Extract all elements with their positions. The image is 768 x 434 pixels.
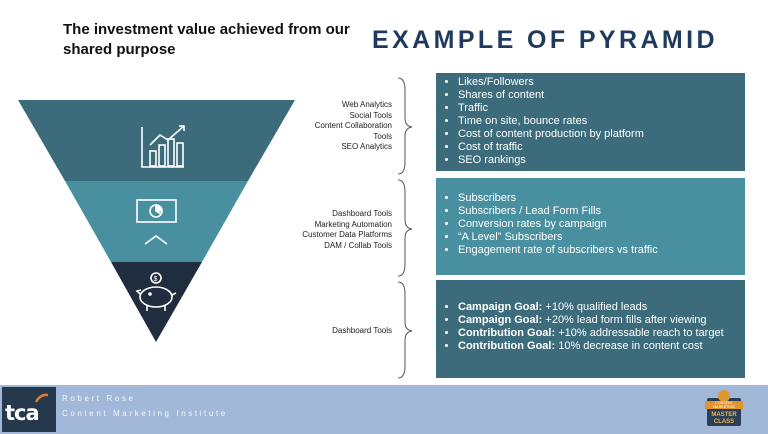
goal-text: 10% decrease in content cost xyxy=(555,340,703,352)
tool-label: Web Analytics xyxy=(341,100,392,109)
slide-subtitle: The investment value achieved from our s… xyxy=(63,21,350,58)
goals-box: Campaign Goal: +10% qualified leads Camp… xyxy=(436,280,745,378)
master-class-badge-icon: CONTENT MARKETING MASTER CLASS xyxy=(705,390,743,426)
metric-item: SEO rankings xyxy=(458,154,745,167)
tools-middle: Dashboard Tools Marketing Automation Cus… xyxy=(282,209,392,251)
brace-middle xyxy=(397,179,413,277)
metrics-box-middle: Subscribers Subscribers / Lead Form Fill… xyxy=(436,178,745,275)
tool-label: SEO Analytics xyxy=(341,142,392,151)
metric-item: Subscribers xyxy=(458,192,745,205)
logo-accent-icon xyxy=(34,393,49,403)
pyramid-tier-bottom xyxy=(111,262,202,342)
tool-label: Social Tools xyxy=(349,110,392,120)
monitor-pie-chart-icon xyxy=(136,199,177,245)
tool-label: Content Collaboration xyxy=(314,121,392,130)
brace-top xyxy=(397,77,413,175)
tool-label: Marketing Automation xyxy=(314,219,392,229)
slide-title: EXAMPLE OF PYRAMID xyxy=(372,26,718,54)
metric-item: Conversion rates by campaign xyxy=(458,218,745,231)
goal-label: Contribution Goal: xyxy=(458,340,556,352)
metric-item: Subscribers / Lead Form Fills xyxy=(458,205,745,218)
goal-item: Campaign Goal: +10% qualified leads xyxy=(458,301,745,314)
badge-line: MASTER xyxy=(711,412,737,418)
tool-label: Customer Data Platforms xyxy=(302,230,392,239)
goal-text: +10% addressable reach to target xyxy=(555,327,724,339)
brace-bottom xyxy=(397,281,413,379)
metrics-box-top: Likes/Followers Shares of content Traffi… xyxy=(436,73,745,171)
badge-line: CLASS xyxy=(714,419,734,425)
badge-line: MARKETING xyxy=(713,405,735,409)
badge-line: CONTENT xyxy=(715,401,733,405)
tool-label: Tools xyxy=(373,131,392,141)
footer-bar xyxy=(0,385,768,434)
svg-text:$: $ xyxy=(154,276,158,283)
presenter-organization: Content Marketing Institute xyxy=(62,409,228,418)
inverted-pyramid: $ xyxy=(18,77,413,379)
goal-label: Campaign Goal: xyxy=(458,314,543,326)
metric-item: “A Level” Subscribers xyxy=(458,231,745,244)
metric-item: Shares of content xyxy=(458,89,745,102)
metric-item: Cost of traffic xyxy=(458,141,745,154)
goal-item: Campaign Goal: +20% lead form fills afte… xyxy=(458,314,745,327)
tools-top: Web Analytics Social Tools Content Colla… xyxy=(290,100,392,153)
tca-logo-text: tca xyxy=(5,401,40,425)
goal-text: +20% lead form fills after viewing xyxy=(542,314,707,326)
goal-item: Contribution Goal: 10% decrease in conte… xyxy=(458,340,745,353)
presenter-name: Robert Rose xyxy=(62,394,136,403)
metric-item: Time on site, bounce rates xyxy=(458,115,745,128)
pyramid-tier-top xyxy=(18,100,295,181)
bar-chart-growth-icon xyxy=(141,125,185,168)
tool-label: DAM / Collab Tools xyxy=(324,240,392,250)
tool-label: Dashboard Tools xyxy=(332,326,392,335)
goal-text: +10% qualified leads xyxy=(542,301,648,313)
tool-label: Dashboard Tools xyxy=(332,209,392,218)
metric-item: Engagement rate of subscribers vs traffi… xyxy=(458,244,745,257)
goal-item: Contribution Goal: +10% addressable reac… xyxy=(458,327,745,340)
goal-label: Campaign Goal: xyxy=(458,301,543,313)
metric-item: Likes/Followers xyxy=(458,76,745,89)
piggy-bank-icon: $ xyxy=(135,272,177,311)
metric-item: Traffic xyxy=(458,102,745,115)
metric-item: Cost of content production by platform xyxy=(458,128,745,141)
goal-label: Contribution Goal: xyxy=(458,327,556,339)
tools-bottom: Dashboard Tools xyxy=(290,326,392,337)
